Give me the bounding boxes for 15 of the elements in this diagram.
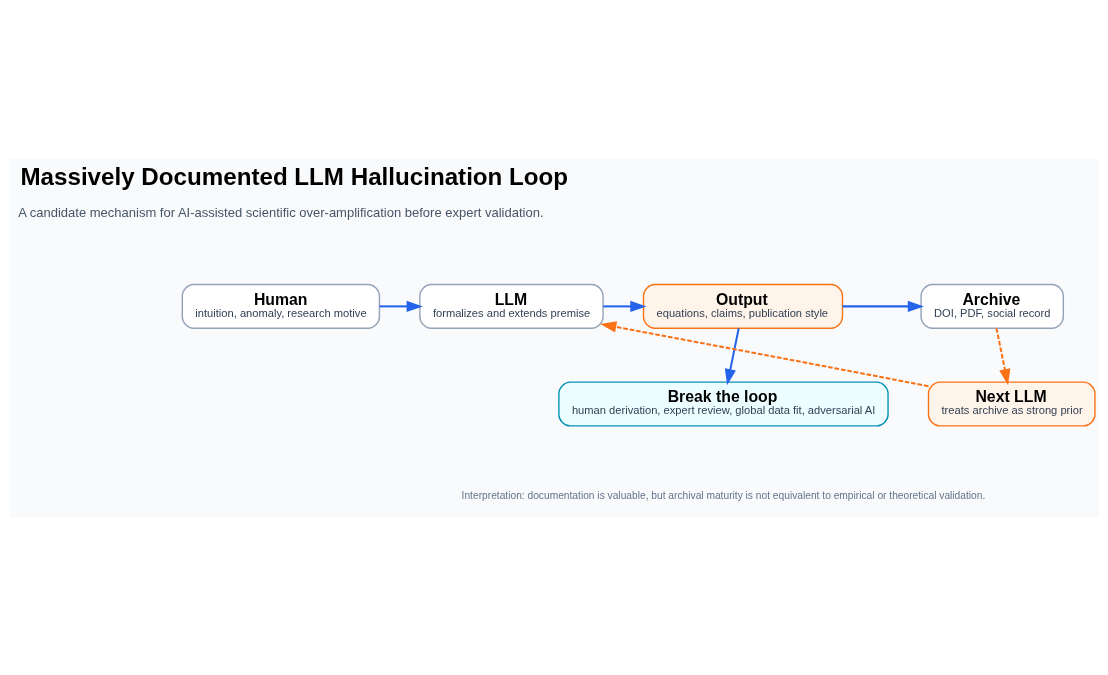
node-box: Next LLM treats archive as strong prior [927,380,1096,427]
arrow [724,327,740,385]
node-box: LLM formalizes and extends premise [419,283,604,329]
label: A candidate mechanism for AI-assisted scientific over-amplification before expert validation. [18,204,544,220]
arrow [842,300,924,312]
label: Interpretation: documentation is valuable, but archival maturity is not equivalent to empirical or theoretical validation. [461,489,986,501]
node-box: Human intuition, anomaly, research motive [181,283,381,329]
arrow [603,300,647,312]
diagram-title: Massively Documented LLM Hallucination Loop [20,162,569,190]
arrow [379,300,423,312]
node-box: Break the loop human derivation, expert review, global data fit, adversarial AI [558,380,889,427]
arrow [600,320,929,387]
arrow [995,327,1011,385]
node-box: Archive DOI, PDF, social record [920,283,1065,329]
node-box: Output equations, claims, publication style [642,283,844,329]
